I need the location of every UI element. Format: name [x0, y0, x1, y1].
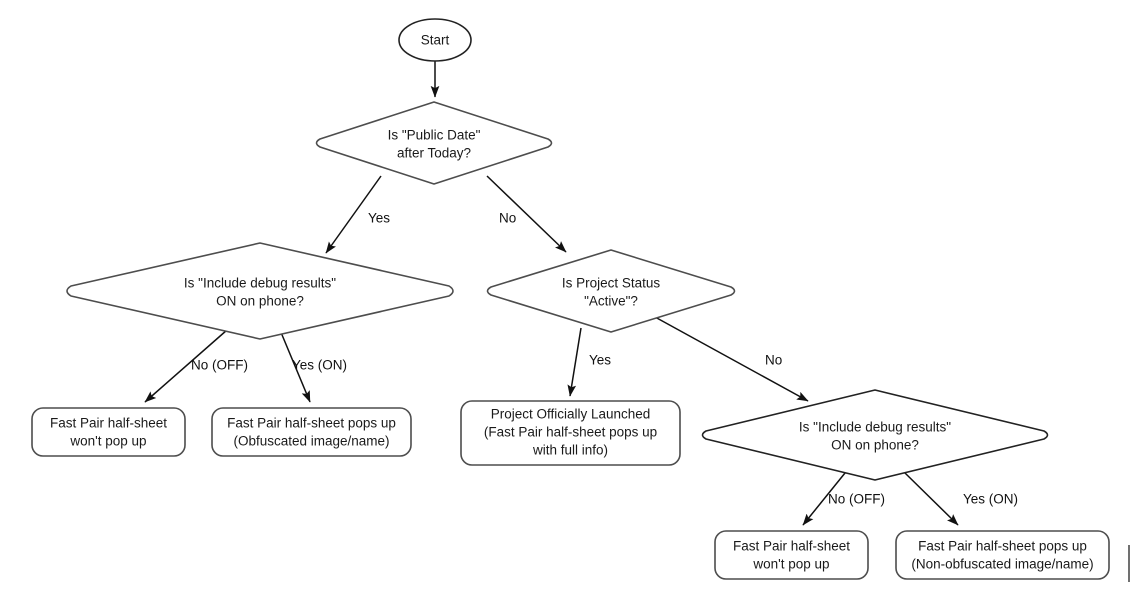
node-outcome-right-on[interactable]: Fast Pair half-sheet pops up (Non-obfusc…	[895, 530, 1110, 580]
decision-public-date-line1: Is "Public Date"	[388, 128, 481, 143]
edge-public-date-no: No	[486, 175, 567, 253]
edge-status-yes: Yes	[567, 327, 611, 397]
decision-debug-right-line2: ON on phone?	[831, 438, 919, 453]
edge-line	[904, 472, 959, 526]
edge-status-no: No	[654, 316, 809, 402]
outcome-right-off-box[interactable]	[714, 530, 869, 580]
outcome-left-on-line2: (Obfuscated image/name)	[233, 434, 389, 449]
node-outcome-right-off[interactable]: Fast Pair half-sheet won't pop up	[714, 530, 869, 580]
edge-debug-right-on: Yes (ON)	[904, 472, 1018, 526]
edge-public-date-yes: Yes	[325, 175, 390, 254]
edge-layer: Yes No No (OFF) Yes (ON) Yes	[144, 61, 1018, 526]
outcome-left-off-box[interactable]	[31, 407, 186, 457]
decision-project-status-line1: Is Project Status	[562, 276, 661, 291]
edge-line	[325, 175, 382, 254]
edge-line	[279, 329, 311, 403]
edge-debug-left-off: No (OFF)	[144, 329, 248, 403]
start-ellipse[interactable]	[398, 18, 472, 62]
node-outcome-left-on[interactable]: Fast Pair half-sheet pops up (Obfuscated…	[211, 407, 412, 457]
outcome-right-off-line1: Fast Pair half-sheet	[733, 539, 850, 554]
edge-label-debug-right-off: No (OFF)	[828, 492, 885, 507]
outcome-left-off-line1: Fast Pair half-sheet	[50, 416, 167, 431]
node-start[interactable]: Start	[398, 18, 472, 62]
edge-label-public-date-no: No	[499, 211, 516, 226]
outcome-right-on-line2: (Non-obfuscated image/name)	[911, 557, 1093, 572]
node-decision-debug-right[interactable]: Is "Include debug results" ON on phone?	[701, 389, 1049, 481]
decision-public-date-line2: after Today?	[397, 146, 471, 161]
edge-label-debug-left-off: No (OFF)	[191, 358, 248, 373]
outcome-launched-line2: (Fast Pair half-sheet pops up	[484, 425, 657, 440]
edge-label-debug-right-on: Yes (ON)	[963, 492, 1018, 507]
outcome-launched-line3: with full info)	[532, 443, 608, 458]
edge-line	[144, 329, 228, 403]
edge-label-status-yes: Yes	[589, 353, 611, 368]
decision-debug-left-line1: Is "Include debug results"	[184, 276, 336, 291]
edge-line	[802, 472, 846, 526]
node-decision-public-date[interactable]: Is "Public Date" after Today?	[315, 101, 553, 185]
edge-debug-left-on: Yes (ON)	[279, 329, 347, 403]
node-decision-debug-left[interactable]: Is "Include debug results" ON on phone?	[66, 242, 454, 340]
outcome-right-off-line2: won't pop up	[752, 557, 829, 572]
outcome-launched-line1: Project Officially Launched	[491, 407, 651, 422]
edge-line	[567, 327, 582, 397]
node-layer: Start Is "Public Date" after Today? Is "…	[31, 18, 1130, 582]
outcome-launched-box[interactable]	[460, 400, 681, 466]
node-decision-project-status[interactable]: Is Project Status "Active"?	[486, 249, 736, 333]
edge-debug-right-off: No (OFF)	[802, 472, 885, 526]
decision-debug-left-line2: ON on phone?	[216, 294, 304, 309]
outcome-right-on-line1: Fast Pair half-sheet pops up	[918, 539, 1087, 554]
decision-debug-right-line1: Is "Include debug results"	[799, 420, 951, 435]
edge-label-status-no: No	[765, 353, 782, 368]
outcome-right-on-box[interactable]	[895, 530, 1110, 580]
outcome-left-on-line1: Fast Pair half-sheet pops up	[227, 416, 396, 431]
node-outcome-left-off[interactable]: Fast Pair half-sheet won't pop up	[31, 407, 186, 457]
decision-project-status-line2: "Active"?	[584, 294, 638, 309]
decision-debug-left-diamond[interactable]	[66, 242, 454, 340]
decision-project-status-diamond[interactable]	[486, 249, 736, 333]
edge-line	[486, 175, 567, 253]
edge-line	[654, 316, 809, 402]
outcome-left-on-box[interactable]	[211, 407, 412, 457]
edge-label-debug-left-on: Yes (ON)	[292, 358, 347, 373]
decision-public-date-diamond[interactable]	[315, 101, 553, 185]
node-outcome-launched[interactable]: Project Officially Launched (Fast Pair h…	[460, 400, 681, 466]
decision-debug-right-diamond[interactable]	[701, 389, 1049, 481]
start-label: Start	[421, 33, 450, 48]
edge-label-public-date-yes: Yes	[368, 211, 390, 226]
outcome-left-off-line2: won't pop up	[69, 434, 146, 449]
